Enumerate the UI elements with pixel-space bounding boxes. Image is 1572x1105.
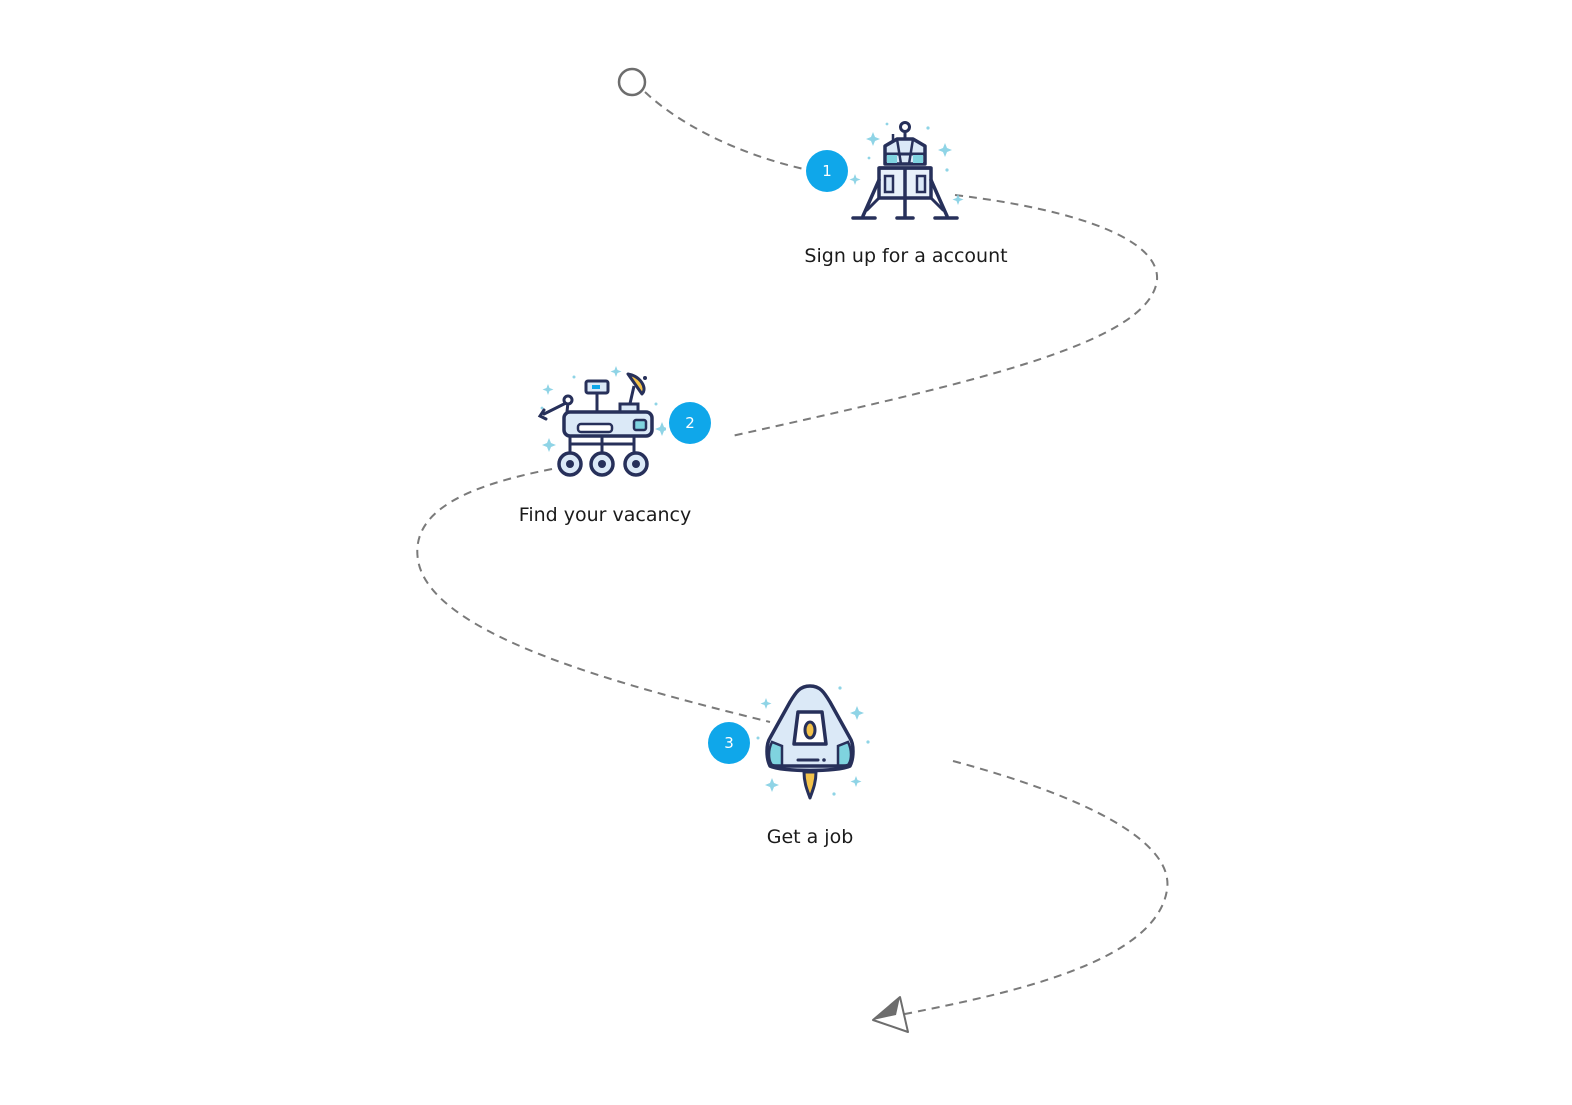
step-1-label: Sign up for a account xyxy=(804,245,1008,267)
path-segment-3 xyxy=(416,468,771,723)
path-segment-4 xyxy=(899,760,1169,1016)
circle-start-icon xyxy=(617,67,647,97)
step-3-label: Get a job xyxy=(766,826,854,848)
path-segment-2 xyxy=(731,194,1159,437)
paper-plane-icon xyxy=(872,996,909,1033)
step-3-badge: 3 xyxy=(708,722,750,764)
lunar-lander-icon xyxy=(845,118,965,231)
step-1-badge: 1 xyxy=(806,150,848,192)
step-2-badge: 2 xyxy=(669,402,711,444)
rover-icon xyxy=(536,364,669,487)
step-2-label: Find your vacancy xyxy=(518,504,692,526)
space-capsule-icon xyxy=(752,680,876,811)
path-segment-1 xyxy=(644,91,809,171)
